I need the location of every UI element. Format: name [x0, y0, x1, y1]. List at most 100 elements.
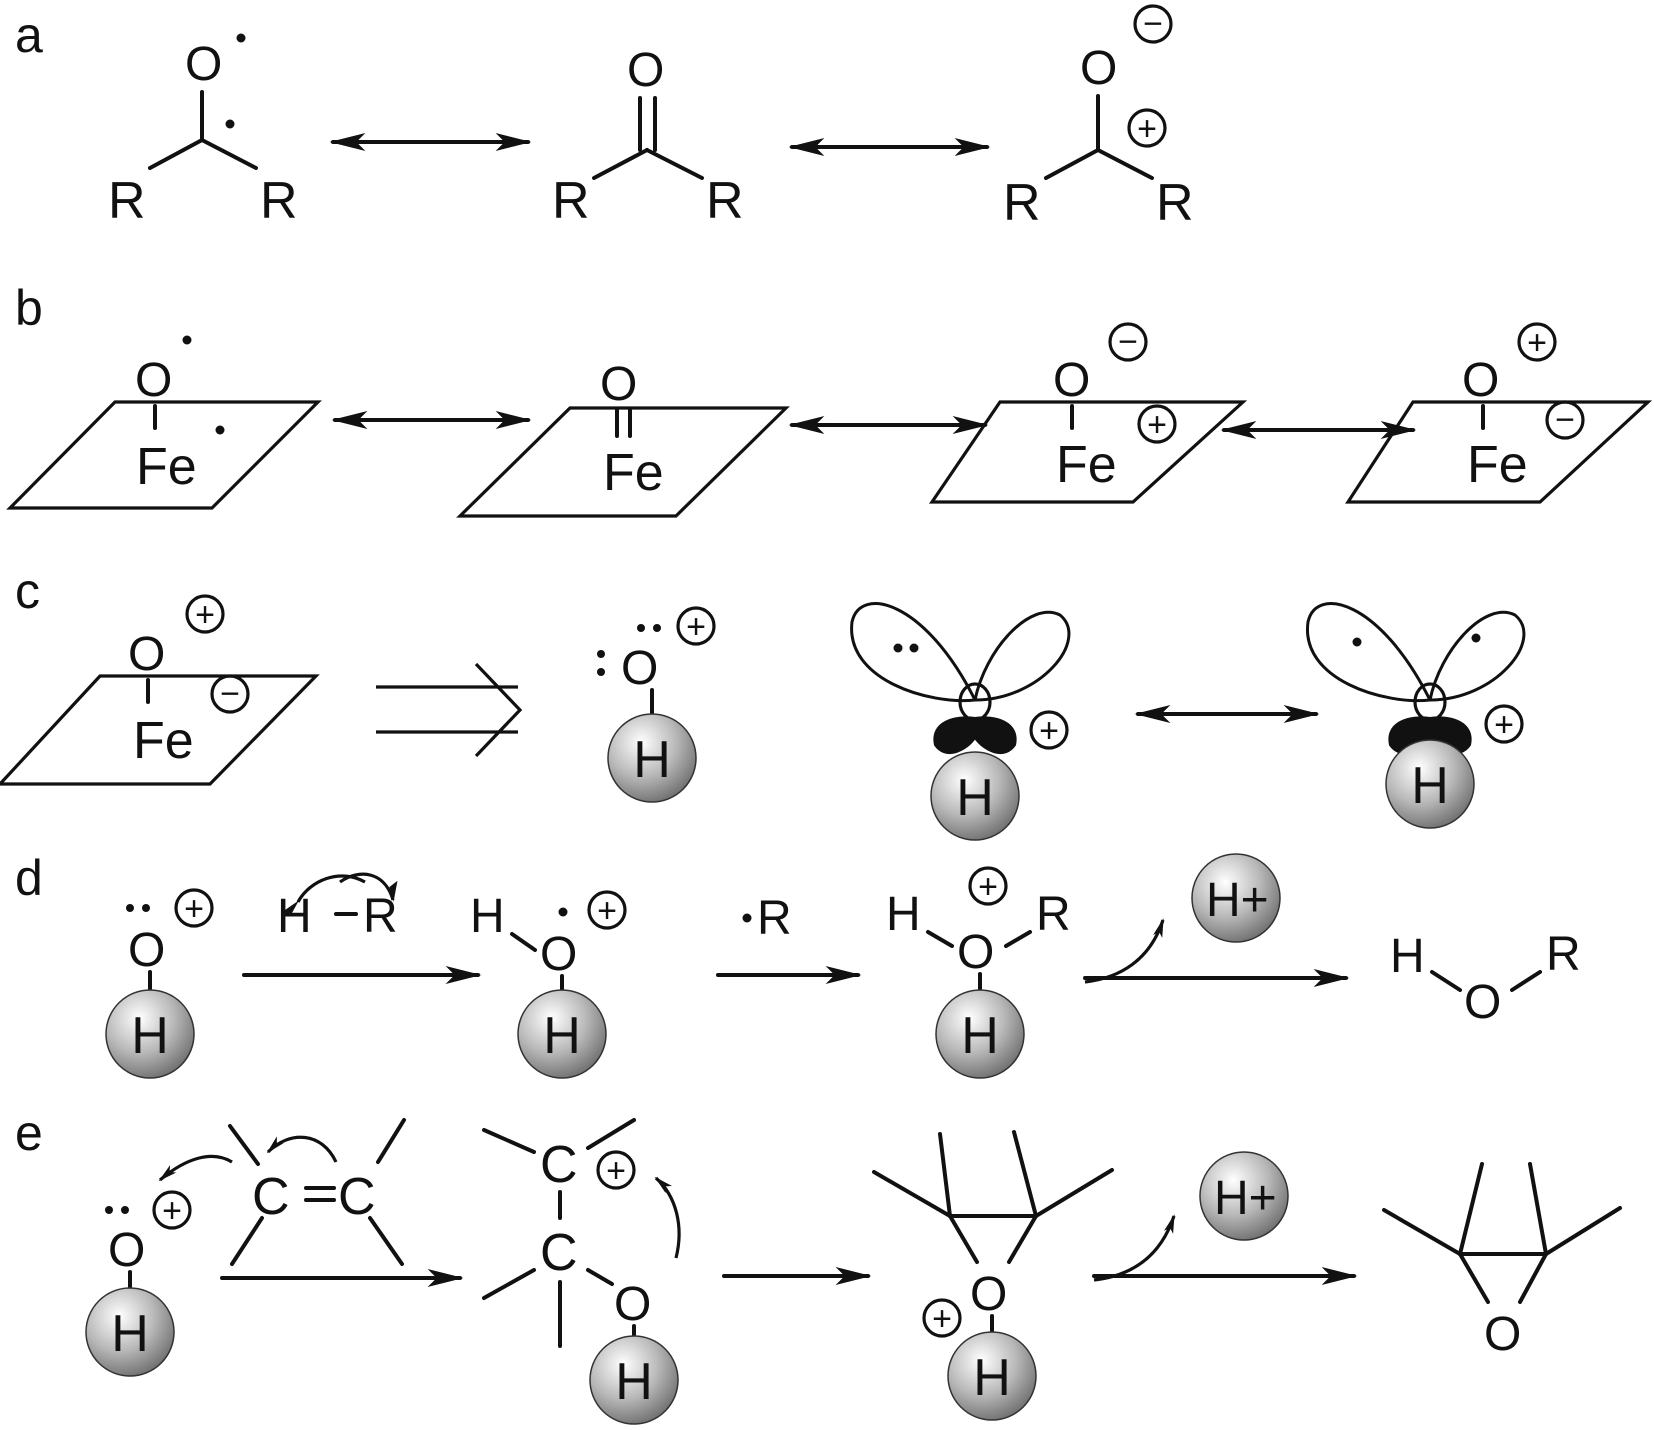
- lone-pair-dot: [637, 624, 645, 632]
- negative-charge: [210, 674, 250, 714]
- oxygen-atom: O: [540, 928, 577, 981]
- panel-e-label: e: [15, 1105, 43, 1161]
- oxyl-cation-h: O + H: [597, 606, 716, 803]
- released-proton: H+: [1191, 853, 1281, 943]
- proton-label: H+: [1206, 874, 1269, 927]
- positive-charge: [1029, 710, 1069, 750]
- lone-pair-dot: [126, 904, 134, 912]
- hydrogen-atom: H: [956, 769, 994, 827]
- proton-release-arrow: [1093, 1214, 1176, 1282]
- positive-charge: [968, 866, 1008, 906]
- r-group: R: [363, 890, 398, 943]
- plus-sign: +: [1527, 324, 1547, 362]
- plus-sign: +: [1147, 406, 1167, 444]
- iron-atom: Fe: [603, 444, 664, 502]
- negative-charge: [1133, 4, 1173, 44]
- carbon-atom: C: [540, 1136, 578, 1194]
- positive-charge: [922, 1298, 962, 1338]
- hydrogen-sphere: [589, 1335, 679, 1425]
- substituent-bond: [1544, 1206, 1622, 1256]
- bond: [645, 148, 704, 180]
- oxyl-cation-h-start: O + H: [105, 888, 214, 1079]
- hydrogen-atom: H: [1390, 930, 1425, 983]
- epoxide-product: O: [1382, 1162, 1622, 1361]
- p-orbital-lobe: [1306, 602, 1433, 703]
- iron-atom: Fe: [1056, 436, 1117, 494]
- plus-sign: +: [1494, 706, 1514, 744]
- plus-sign: +: [1137, 110, 1157, 148]
- oxygen-atom: O: [970, 1268, 1007, 1321]
- carbonyl-diradical: O R R: [108, 33, 298, 230]
- c-o-bond: [1458, 1252, 1490, 1304]
- positive-charge: [1484, 704, 1524, 744]
- minus-sign: −: [220, 675, 240, 713]
- sigma-bond-orbital: [933, 716, 1017, 755]
- panel-e: e O + H C C C: [15, 1105, 1622, 1425]
- minus-sign: −: [1143, 5, 1163, 43]
- iron-atom: Fe: [133, 712, 194, 770]
- alkene: C C: [158, 1118, 406, 1266]
- p-orbital-lobe: [1428, 610, 1526, 702]
- r-group: R: [1036, 888, 1071, 941]
- lone-pair-dot: [105, 1206, 113, 1214]
- substituent-bond: [586, 1118, 636, 1150]
- positive-charge: [174, 888, 214, 928]
- orbital-diradical: + H: [1306, 602, 1526, 829]
- proton-sphere: [1199, 1151, 1289, 1241]
- positive-charge: [1127, 108, 1167, 148]
- hydrogen-sphere: [1385, 739, 1475, 829]
- bond: [148, 138, 204, 170]
- positive-charge: [676, 606, 716, 646]
- lone-pair-dot: [597, 650, 605, 658]
- proton-label: H+: [1214, 1172, 1277, 1225]
- carbonyl-neutral: O R R: [552, 44, 744, 230]
- electron-push-arrow: [654, 1176, 681, 1259]
- radical-dot: [225, 119, 235, 129]
- r-group: R: [1546, 928, 1581, 981]
- plus-sign: +: [606, 1152, 626, 1190]
- p-orbital-lobe: [973, 610, 1071, 702]
- c-o-bond: [1518, 1252, 1548, 1304]
- hydrogen-sphere: [930, 751, 1020, 841]
- radical-dot: [1471, 633, 1481, 643]
- o-h-bond: [926, 930, 954, 948]
- porphyrin-plane: [6, 400, 322, 510]
- r-group: R: [108, 172, 146, 230]
- fishhook-arrow: [339, 872, 398, 902]
- o-r-bond: [1510, 970, 1542, 992]
- electron-push-arrow: [158, 1154, 233, 1182]
- plus-sign: +: [1039, 712, 1059, 750]
- hydroxyl-radical-cation: H O + H: [470, 890, 627, 1079]
- panel-a: a O R R O R R O −: [15, 4, 1194, 232]
- panel-c: c O + − Fe O + H: [0, 563, 1526, 841]
- radical-dot: [182, 335, 192, 345]
- substituent-bond: [1382, 1208, 1462, 1256]
- hydrogen-sphere: [85, 1287, 175, 1377]
- oxygen-atom: O: [957, 926, 994, 979]
- oxygen-atom: O: [621, 642, 658, 695]
- oxygen-atom: O: [627, 44, 664, 97]
- electron-push-arrow: [266, 1135, 338, 1163]
- hydrogen-atom: H: [961, 1007, 999, 1065]
- hydrogen-atom: H: [131, 1007, 169, 1065]
- substituent-bond: [938, 1132, 952, 1218]
- proton-sphere: [1191, 853, 1281, 943]
- r-group: R: [260, 172, 298, 230]
- positive-charge: [185, 594, 225, 634]
- carbonyl-zwitterion: O − + R R: [1003, 4, 1194, 232]
- oxyl-cation-h-e: O + H: [85, 1190, 192, 1377]
- oxygen-atom: O: [614, 1278, 651, 1331]
- substituent-bond: [1034, 1168, 1114, 1218]
- r-group: R: [706, 172, 744, 230]
- plus-sign: +: [686, 608, 706, 646]
- carbocation-intermediate: C + C O H: [482, 1118, 681, 1425]
- oxygen-atom: O: [128, 924, 165, 977]
- plus-sign: +: [184, 890, 204, 928]
- hydrogen-sphere: [607, 713, 697, 803]
- substituent-bond: [368, 1216, 404, 1266]
- radical-dot: [236, 33, 246, 43]
- substituent-bond: [872, 1170, 952, 1218]
- radical-dot: [215, 425, 225, 435]
- substituent-bond: [482, 1268, 536, 1300]
- lone-pair-dot: [121, 1206, 129, 1214]
